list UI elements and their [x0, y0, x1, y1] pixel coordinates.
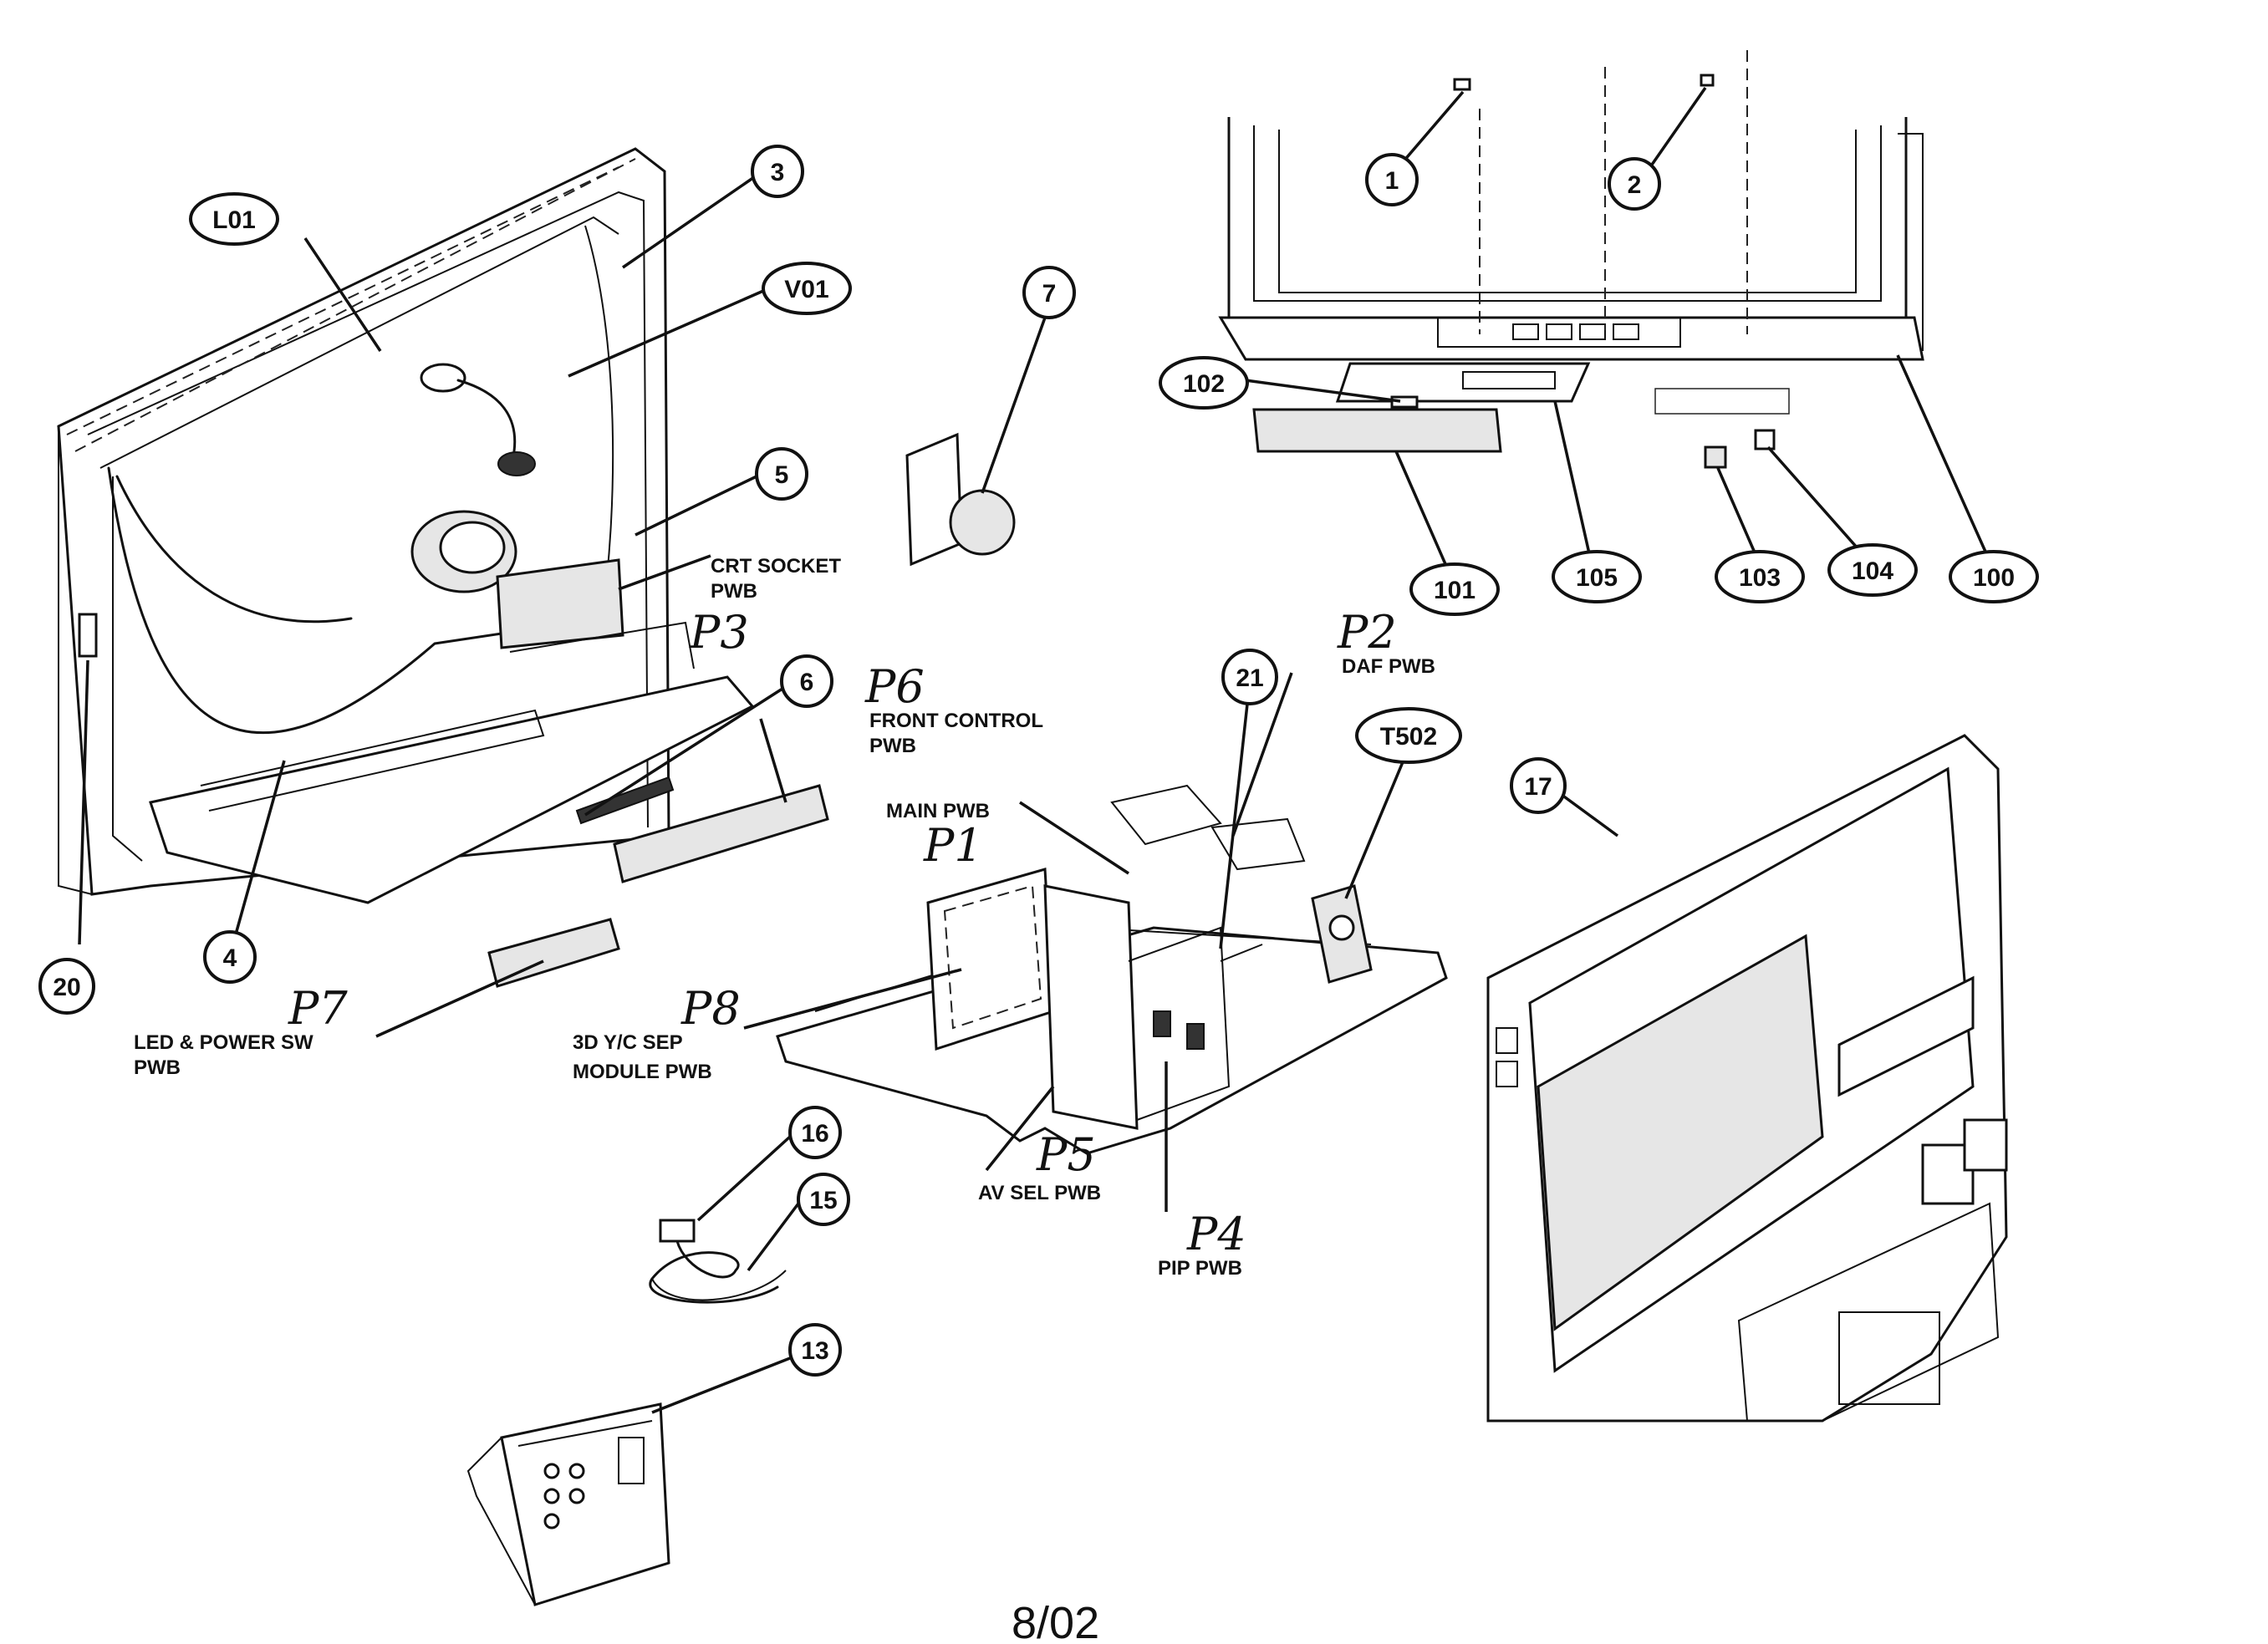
- callout-17: 17: [1510, 757, 1567, 814]
- control-door: [1252, 408, 1502, 453]
- callout-21: 21: [1221, 649, 1278, 705]
- callout-15: 15: [797, 1173, 850, 1226]
- part-20-bracket: [78, 613, 98, 658]
- handwritten-p2: P2: [1337, 606, 1397, 659]
- power-cord: [649, 1219, 787, 1304]
- callout-2-label: 2: [1628, 171, 1642, 199]
- callout-101: 101: [1409, 562, 1500, 616]
- callout-2: 2: [1608, 157, 1661, 211]
- callout-21-label: 21: [1236, 664, 1263, 692]
- label-front-control-2: PWB: [869, 735, 916, 757]
- callout-13: 13: [788, 1323, 842, 1377]
- handwritten-p3: P3: [689, 606, 749, 659]
- callout-5-label: 5: [775, 461, 789, 489]
- callout-15-label: 15: [809, 1187, 837, 1214]
- callout-7-label: 7: [1042, 280, 1057, 308]
- part-1-screw: [1453, 78, 1471, 91]
- handwritten-p4: P4: [1186, 1208, 1246, 1260]
- label-main-pwb: MAIN PWB: [886, 800, 990, 822]
- callout-1: 1: [1365, 153, 1419, 206]
- callout-13-label: 13: [801, 1337, 828, 1365]
- callout-6-label: 6: [800, 669, 814, 696]
- callout-101-label: 101: [1434, 577, 1475, 604]
- footer-date: 8/02: [1012, 1598, 1099, 1644]
- front-cabinet-assembly: [57, 147, 755, 904]
- power-spring: [1754, 429, 1776, 450]
- callout-7: 7: [1022, 266, 1076, 319]
- label-av-sel-pwb: AV SEL PWB: [978, 1182, 1101, 1204]
- av-terminal-bracket: [466, 1402, 670, 1606]
- callout-16: 16: [788, 1106, 842, 1159]
- tv-front-view: [1218, 117, 1924, 361]
- label-sep-module-2: MODULE PWB: [573, 1061, 712, 1083]
- callout-104-label: 104: [1852, 557, 1893, 585]
- front-control-pwb: [613, 784, 829, 883]
- handwritten-p7: P7: [288, 982, 348, 1035]
- label-led-power-1: LED & POWER SW: [134, 1031, 313, 1054]
- callout-L01-label: L01: [212, 206, 256, 234]
- callout-105-label: 105: [1576, 564, 1618, 592]
- label-daf-pwb: DAF PWB: [1342, 655, 1435, 678]
- callout-1-label: 1: [1385, 167, 1399, 195]
- label-sep-module-1: 3D Y/C SEP: [573, 1031, 683, 1054]
- handwritten-p5: P5: [1036, 1128, 1096, 1181]
- callout-102-label: 102: [1183, 370, 1225, 398]
- callout-L01: L01: [189, 192, 279, 246]
- callout-16-label: 16: [801, 1120, 828, 1148]
- label-crt-socket-2: PWB: [711, 580, 757, 603]
- callout-3: 3: [751, 145, 804, 198]
- callout-105: 105: [1552, 550, 1642, 603]
- callout-5: 5: [755, 447, 808, 501]
- callout-3-label: 3: [771, 159, 785, 186]
- callout-4-label: 4: [223, 944, 237, 972]
- callout-103-label: 103: [1739, 564, 1781, 592]
- callout-4: 4: [203, 930, 257, 984]
- label-front-control-1: FRONT CONTROL: [869, 710, 1043, 732]
- handwritten-p6: P6: [864, 660, 925, 713]
- callout-17-label: 17: [1524, 773, 1552, 801]
- callout-V01-label: V01: [784, 276, 828, 303]
- callout-20: 20: [38, 958, 95, 1015]
- handwritten-p1: P1: [923, 819, 983, 872]
- leader-lines: [78, 87, 1987, 1414]
- rear-cabinet: [1486, 734, 2008, 1423]
- callout-T502: T502: [1355, 707, 1462, 764]
- callout-V01: V01: [762, 262, 852, 315]
- callout-104: 104: [1827, 543, 1918, 597]
- label-crt-socket-1: CRT SOCKET: [711, 555, 841, 578]
- power-button: [1704, 445, 1727, 469]
- label-pip-pwb: PIP PWB: [1158, 1257, 1242, 1280]
- callout-102: 102: [1159, 356, 1249, 410]
- callout-6: 6: [780, 654, 833, 708]
- main-chassis: [776, 784, 1448, 1155]
- speaker: [905, 432, 1016, 567]
- callout-100-label: 100: [1973, 564, 2015, 592]
- label-led-power-2: PWB: [134, 1056, 181, 1079]
- callout-100: 100: [1949, 550, 2039, 603]
- callout-T502-label: T502: [1380, 723, 1437, 751]
- handwritten-p8: P8: [680, 982, 741, 1035]
- part-2-clip: [1700, 74, 1715, 87]
- callout-20-label: 20: [53, 974, 80, 1001]
- callout-103: 103: [1715, 550, 1805, 603]
